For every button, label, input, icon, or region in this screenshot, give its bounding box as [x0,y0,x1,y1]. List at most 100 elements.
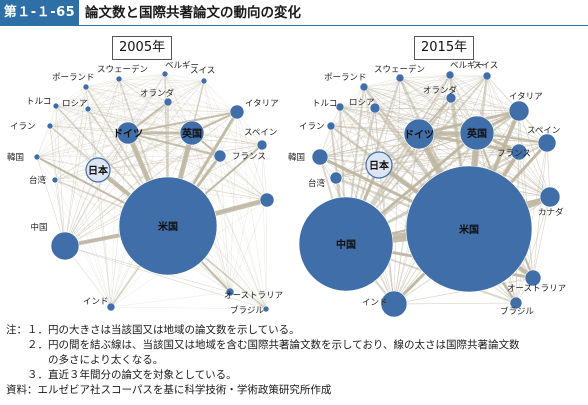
node-label-uk: 英国 [466,127,487,140]
edge-korea-poland [36,86,87,158]
edge-korea-switzerland [319,75,488,158]
edge-taiwan-russia [54,108,89,181]
note-line-3: の多さにより太くなる。 [6,354,164,366]
edge-russia-netherlands [87,101,169,110]
edge-poland-switzerland [85,80,205,88]
node-iran [46,122,54,130]
edge-poland-switzerland [363,75,488,88]
edge-brazil-belgium [164,73,267,310]
edge-iran-sweden [49,78,120,127]
edge-turkey-russia [339,106,376,109]
edge-canada-switzerland [486,75,551,198]
node-label-spain: スペイン [527,126,560,136]
edge-taiwan-poland [54,86,87,181]
node-belgium [161,70,169,78]
edge-russia-poland [85,86,89,110]
panel-title-2015: 2015年 [414,36,475,60]
node-label-poland: ポーランド [324,73,367,83]
edge-poland-sweden [85,78,120,88]
edge-taiwan-poland [335,86,365,179]
node-italy [229,104,245,120]
edge-italy-australia [229,111,238,293]
edge-japan-italy [97,111,238,171]
edge-korea-russia [319,107,376,158]
edge-japan-france [97,155,221,171]
edge-china-uk [64,132,193,247]
edge-australia-belgium [164,73,231,293]
node-label-brazil: ブラジル [500,306,534,317]
node-label-netherlands: オランダ [423,85,458,96]
node-label-belgium: ベルギー [165,61,199,71]
edge-italy-poland [363,86,520,112]
edge-italy-switzerland [203,80,238,113]
edge-spain-australia [229,144,263,293]
figure-header: 第１-１-65図 論文数と国際共著論文の動向の変化 [0,0,588,46]
node-brazil [509,296,523,310]
node-uk [459,115,495,151]
edge-poland-netherlands [363,86,452,99]
node-poland [82,83,90,91]
node-iran [326,121,336,131]
edge-belgium-switzerland [164,73,205,82]
edge-iran-netherlands [49,101,169,127]
node-turkey [335,102,345,112]
node-sweden [395,73,405,83]
node-india [106,302,116,312]
edge-spain-turkey [55,105,263,146]
edge-korea-sweden [36,78,120,158]
edge-turkey-belgium [55,73,166,107]
edge-australia-switzerland [203,80,231,293]
edge-italy-canada [518,110,551,198]
node-poland [359,82,369,92]
network-svg: 米国中国日本ドイツ英国フランスイタリアスペインオーストラリアブラジルインド韓国台… [7,61,566,318]
edge-spain-korea [319,142,548,158]
edge-canada-brazil [265,199,268,310]
edge-korea-belgium [319,74,451,158]
edge-korea-switzerland [36,80,205,158]
edge-italy-netherlands [450,97,520,112]
edge-canada-russia [374,107,551,198]
edge-france-spain [219,144,263,157]
node-label-iran: イラン [10,122,36,132]
node-label-sweden: スウェーデン [97,64,148,75]
edge-russia-sweden [87,78,120,110]
network-2005: 米国中国日本ドイツ英国フランスイタリアスペインオーストラリアブラジルインド韓国台… [7,61,283,316]
figure-number-badge: 第１-１-65図 [0,0,79,46]
edge-india-russia [374,107,395,305]
edge-france-sweden [399,77,520,153]
edge-poland-belgium [85,73,166,88]
node-australia [524,269,542,287]
node-label-poland: ポーランド [52,73,95,83]
node-us [118,176,218,276]
node-label-australia: オーストラリア [507,284,566,294]
edge-sweden-switzerland [118,78,205,82]
edge-germany-belgium [127,73,166,134]
node-label-germany: ドイツ [113,128,143,140]
edge-korea-poland [319,86,365,158]
node-label-korea: 韓国 [7,152,24,163]
node-label-switzerland: スイス [473,61,498,71]
node-label-russia: ロシア [349,98,375,108]
edge-taiwan-sweden [335,77,401,179]
node-label-italy: イタリア [509,92,543,102]
edge-netherlands-belgium [164,73,169,103]
edge-netherlands-switzerland [450,75,488,99]
network-2015: 米国中国日本ドイツ英国フランスイタリアスペインカナダオーストラリアブラジルインド… [288,61,566,318]
node-label-taiwan: 台湾 [308,178,326,189]
panel-title-2005: 2005年 [112,36,173,60]
edge-spain-russia [87,108,263,146]
edge-china-germany [64,132,129,247]
node-label-switzerland: スイス [190,66,215,76]
edge-japan-uk [97,132,193,171]
node-label-belgium: ベルギー [450,61,484,71]
figure-title: 論文数と国際共著論文の動向の変化 [85,5,301,21]
node-netherlands [163,97,173,107]
edge-russia-switzerland [374,75,488,109]
notes-block: 注：１．円の大きさは当該国又は地域の論文数を示している。 ２．円の間を結ぶ線は、… [6,323,588,398]
node-label-korea: 韓国 [288,152,305,163]
edge-australia-india [110,291,231,308]
node-australia [225,287,235,297]
node-label-china: 中国 [30,222,47,233]
node-belgium [445,70,455,80]
edge-taiwan-iran [330,125,337,179]
